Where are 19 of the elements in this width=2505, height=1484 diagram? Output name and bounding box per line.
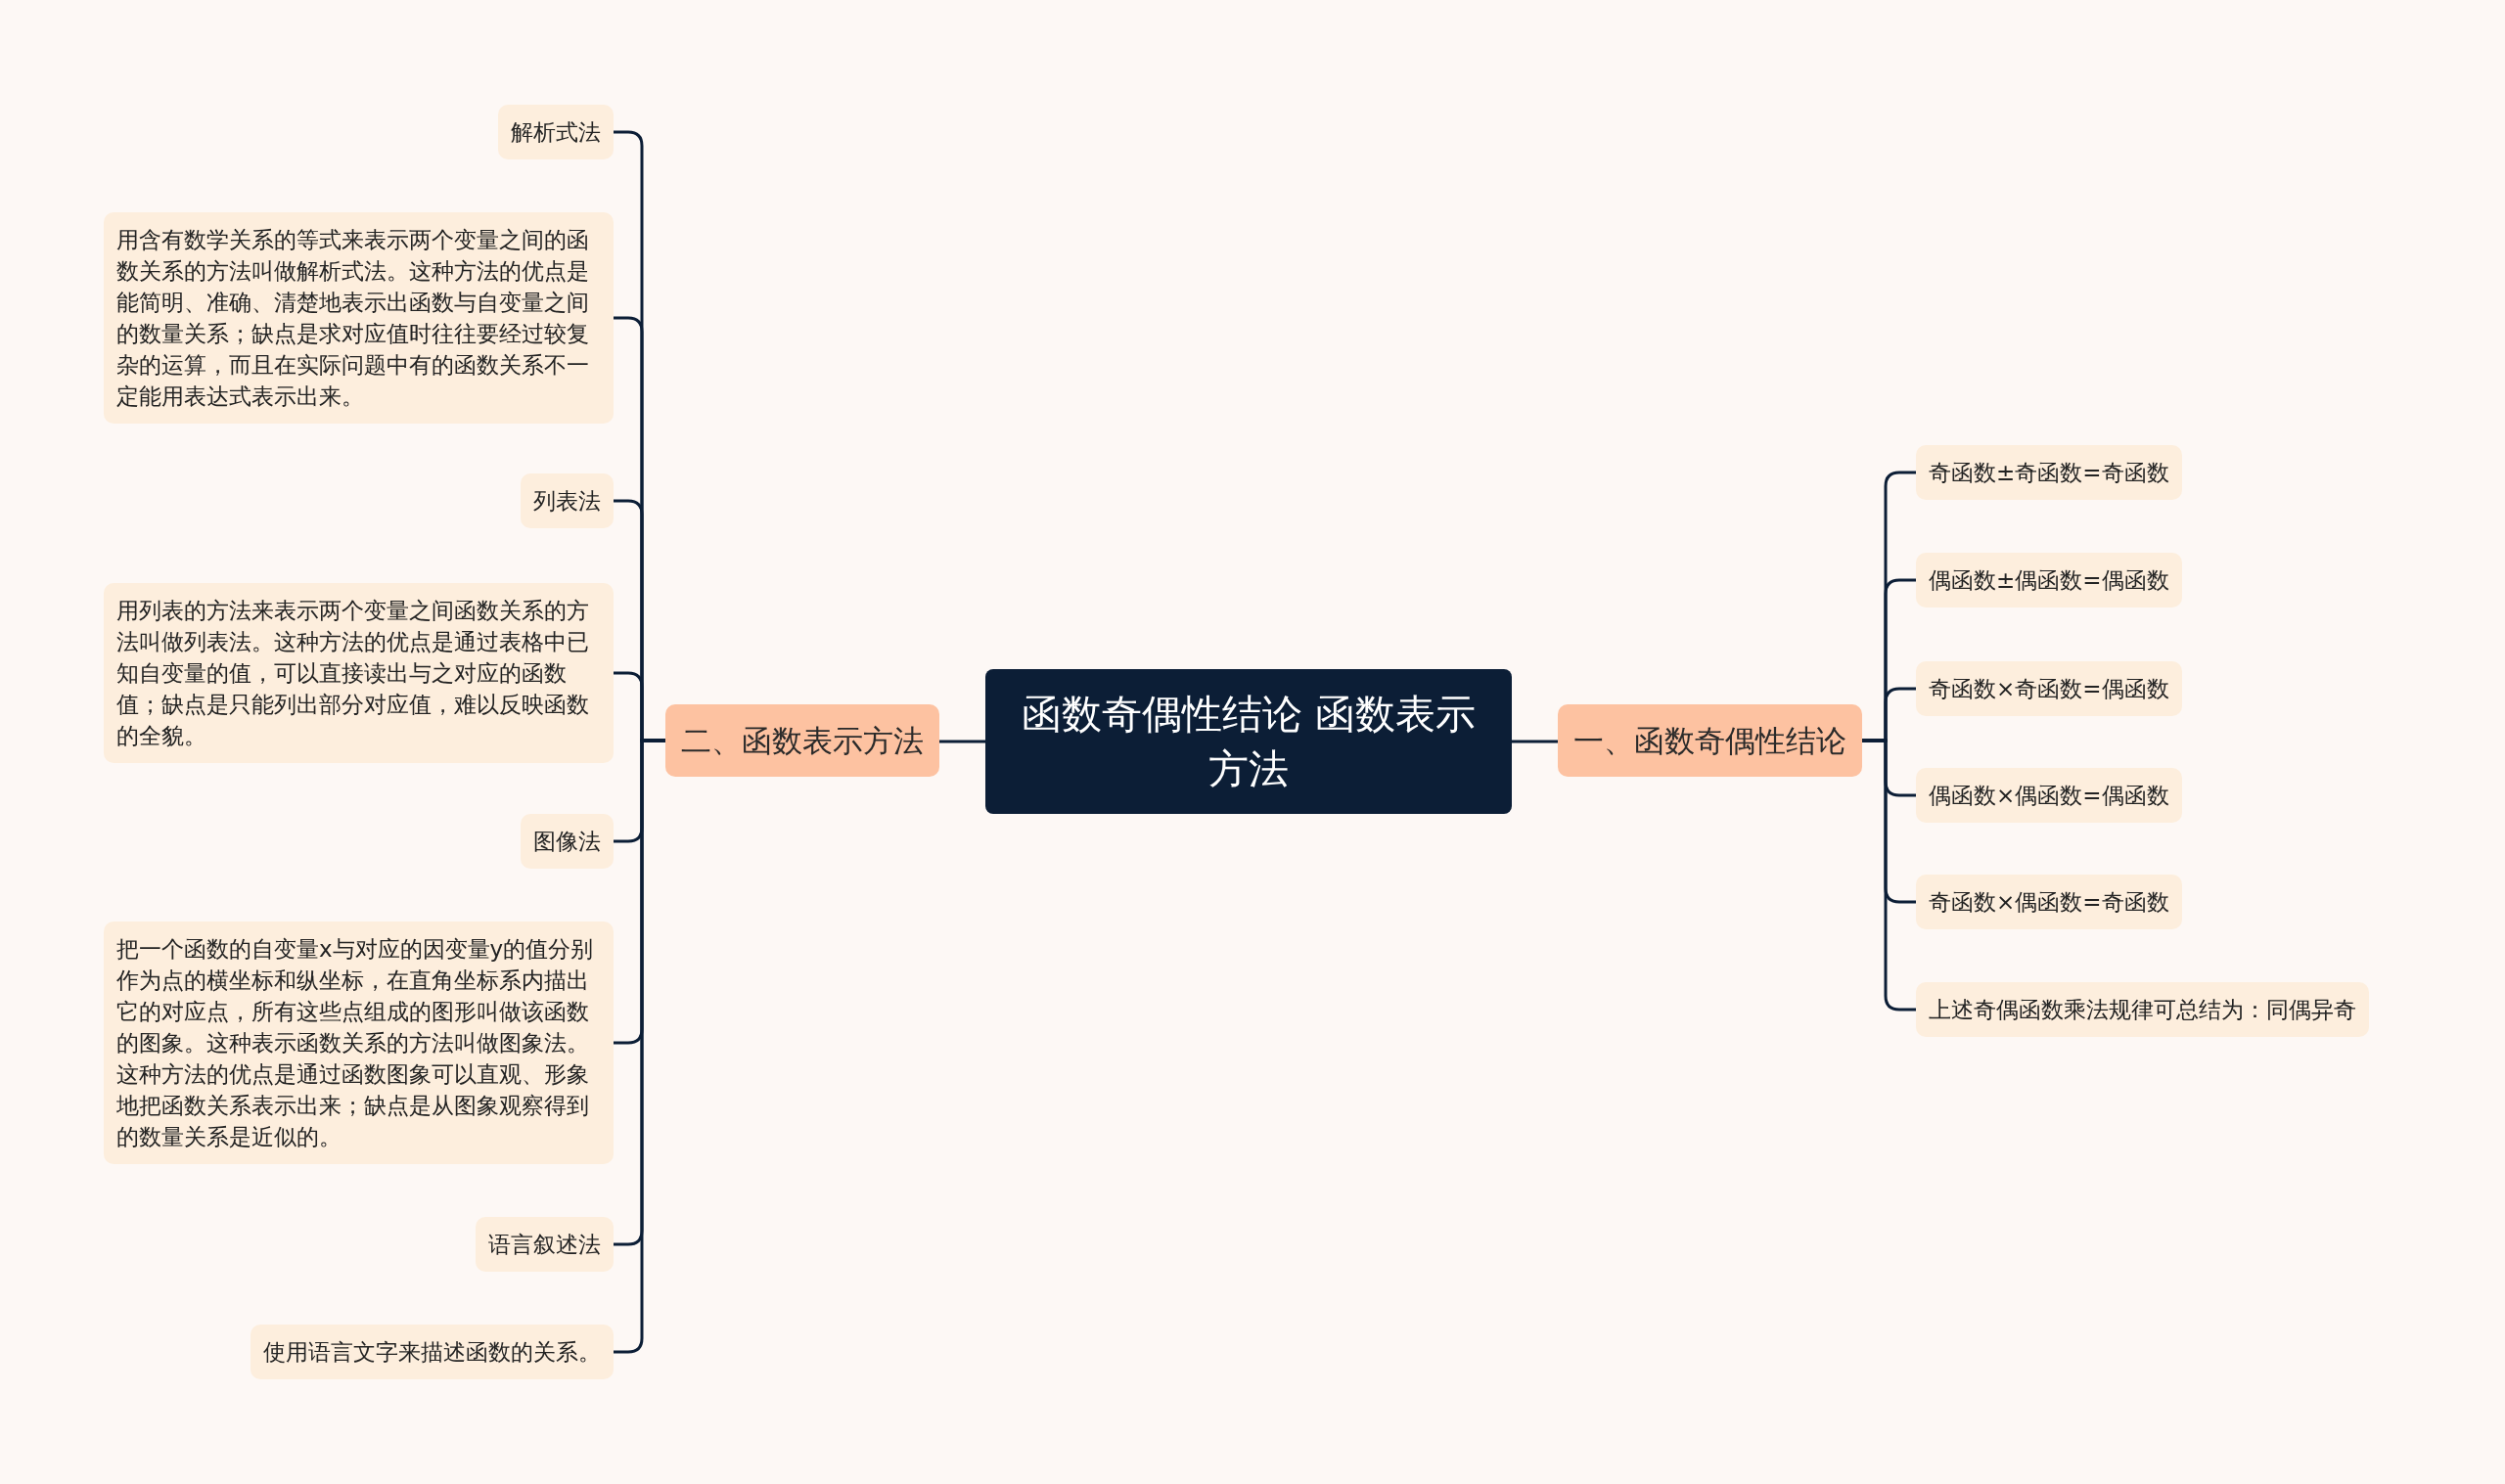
leaf-topic-box: 奇函数×偶函数=奇函数 <box>1916 875 2182 929</box>
leaf-topic-box: 奇函数×奇函数=偶函数 <box>1916 661 2182 716</box>
leaf-topic-box: 偶函数±偶函数=偶函数 <box>1916 553 2182 607</box>
leaf-topic-box: 列表法 <box>521 473 614 528</box>
leaf-topic-box: 用列表的方法来表示两个变量之间函数关系的方法叫做列表法。这种方法的优点是通过表格中已知自变量的值，可以直接读出与之对应的函数值；缺点是只能列出部分对应值，难以反映函数的全貌。 <box>104 583 614 763</box>
leaf-topic-box: 解析式法 <box>498 105 614 159</box>
branch-topic-box: 一、函数奇偶性结论 <box>1558 704 1862 777</box>
leaf-topic-box: 上述奇偶函数乘法规律可总结为：同偶异奇 <box>1916 982 2369 1037</box>
connector-line <box>1512 740 1558 743</box>
root-topic-box: 函数奇偶性结论 函数表示方法 <box>985 669 1512 814</box>
branch-topic-box: 二、函数表示方法 <box>665 704 939 777</box>
leaf-topic-box: 使用语言文字来描述函数的关系。 <box>250 1325 614 1379</box>
connector-line <box>939 740 985 743</box>
leaf-topic-box: 图像法 <box>521 814 614 869</box>
leaf-topic-box: 用含有数学关系的等式来表示两个变量之间的函数关系的方法叫做解析式法。这种方法的优点是能简明、准确、清楚地表示出函数与自变量之间的数量关系；缺点是求对应值时往往要经过较复杂的运算，而且在实际问题中有的函数关系不一定能用表达式表示出来。 <box>104 212 614 424</box>
leaf-topic-box: 奇函数±奇函数=奇函数 <box>1916 445 2182 500</box>
leaf-topic-box: 把一个函数的自变量x与对应的因变量y的值分别作为点的横坐标和纵坐标，在直角坐标系内描出它的对应点，所有这些点组成的图形叫做该函数的图象。这种表示函数关系的方法叫做图象法。这种方法的优点是通过函数图象可以直观、形象地把函数关系表示出来；缺点是从图象观察得到的数量关系是近似的。 <box>104 922 614 1164</box>
leaf-topic-box: 偶函数×偶函数=偶函数 <box>1916 768 2182 823</box>
leaf-topic-box: 语言叙述法 <box>476 1217 614 1272</box>
